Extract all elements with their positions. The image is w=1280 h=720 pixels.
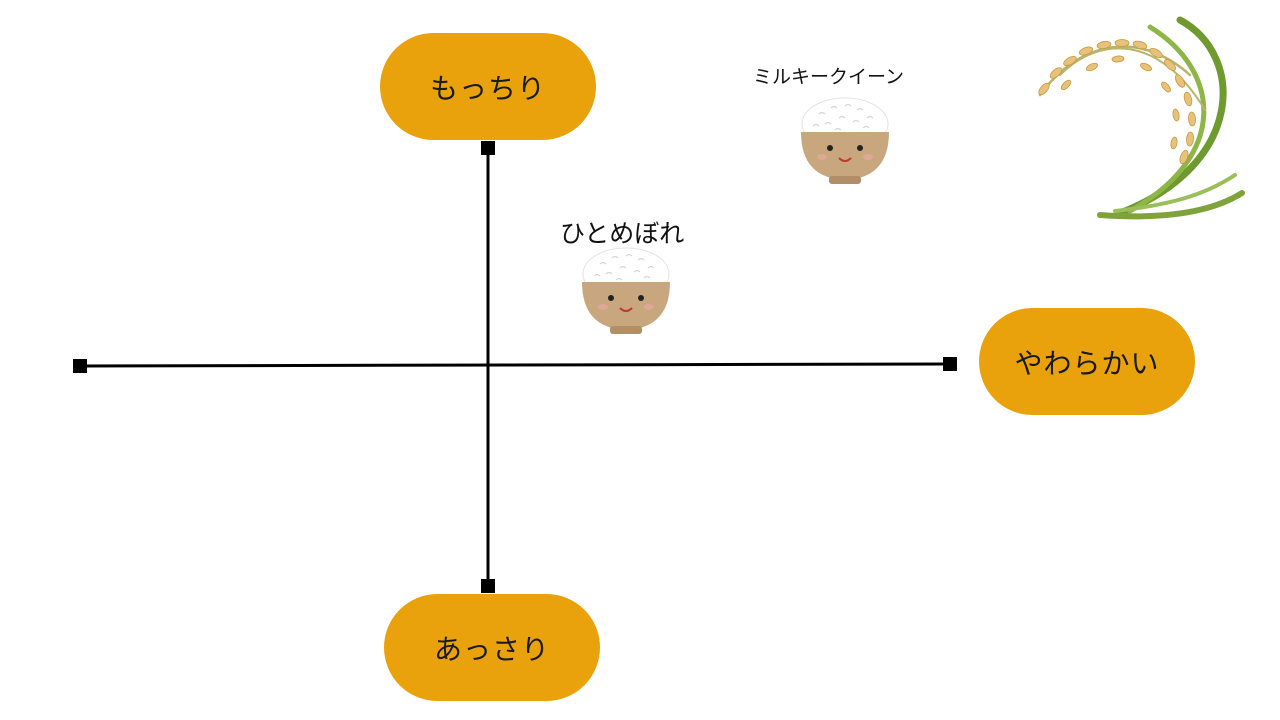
bottom-axis-endpoint: [481, 579, 495, 593]
variety-label-milky-queen: ミルキークイーン: [753, 66, 905, 88]
right-axis-label: やわらかい: [979, 308, 1195, 415]
rice-plant-icon: [1038, 16, 1245, 220]
variety-label-hitomebore: ひとめぼれ: [560, 219, 685, 248]
rice-bowl-icon: [801, 97, 889, 184]
horizontal-axis: [79, 362, 951, 368]
left-axis-endpoint: [73, 359, 87, 373]
bottom-axis-label: あっさり: [384, 594, 600, 701]
top-axis-endpoint: [481, 141, 495, 155]
top-axis-label: もっちり: [380, 33, 596, 140]
right-axis-endpoint: [943, 357, 957, 371]
rice-bowl-icon: [582, 247, 670, 334]
